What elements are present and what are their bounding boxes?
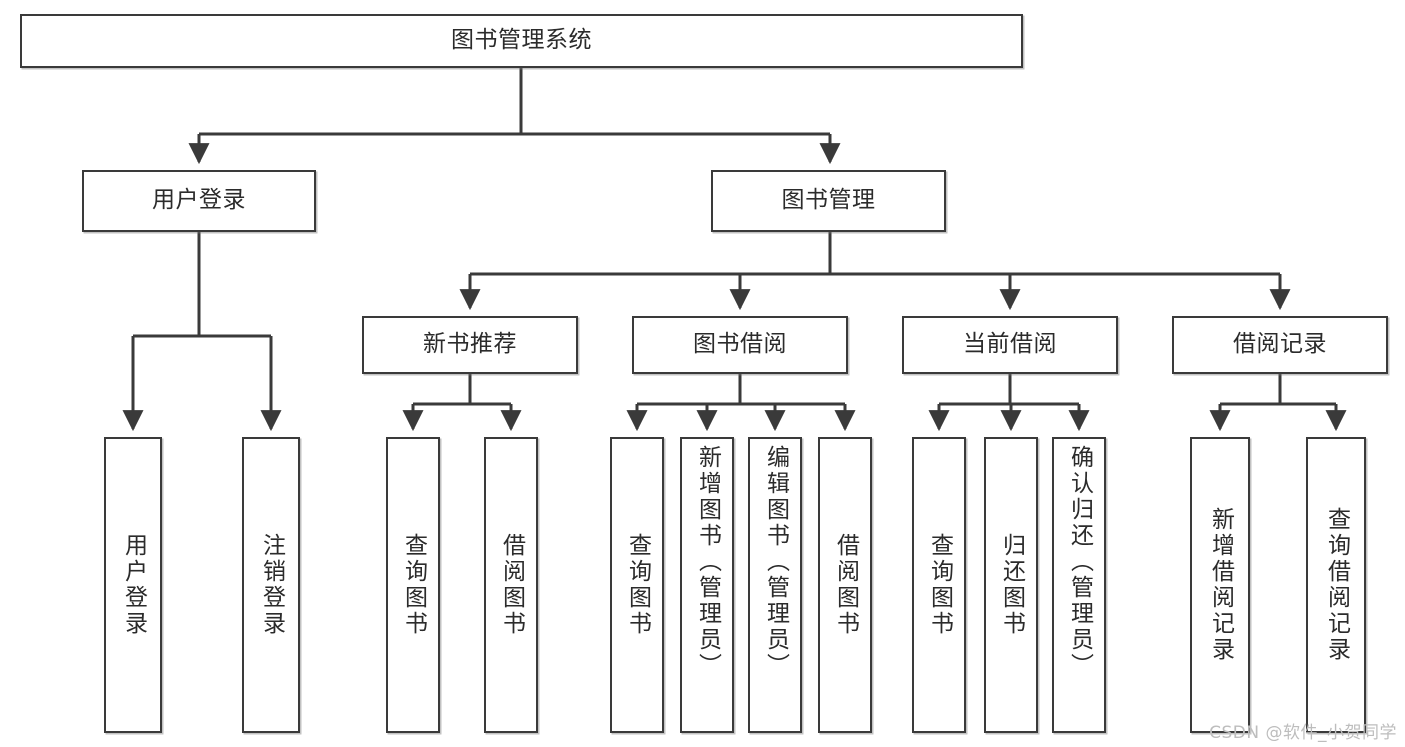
node-book-borrow[interactable]: 图书借阅 (632, 316, 848, 374)
node-leaf-borrow-book-1-label: 借阅图书 (498, 533, 525, 637)
node-book-manage[interactable]: 图书管理 (711, 170, 946, 232)
node-leaf-query-book-2[interactable]: 查询图书 (610, 437, 664, 733)
node-leaf-edit-book-label: 编辑图书（管理员） (762, 445, 789, 679)
node-leaf-query-record-label: 查询借阅记录 (1323, 507, 1350, 663)
node-current-borrow[interactable]: 当前借阅 (902, 316, 1118, 374)
node-leaf-query-book-2-label: 查询图书 (624, 533, 651, 637)
node-user-login-label: 用户登录 (152, 187, 246, 214)
node-leaf-query-book-1[interactable]: 查询图书 (386, 437, 440, 733)
node-leaf-confirm-return[interactable]: 确认归还（管理员） (1052, 437, 1106, 733)
node-leaf-add-book-label: 新增图书（管理员） (694, 445, 721, 679)
node-leaf-confirm-return-label: 确认归还（管理员） (1066, 445, 1093, 679)
node-leaf-query-book-1-label: 查询图书 (400, 533, 427, 637)
node-root[interactable]: 图书管理系统 (20, 14, 1023, 68)
node-leaf-borrow-book-1[interactable]: 借阅图书 (484, 437, 538, 733)
node-root-label: 图书管理系统 (451, 27, 592, 54)
node-leaf-query-record[interactable]: 查询借阅记录 (1306, 437, 1366, 733)
node-leaf-logout[interactable]: 注销登录 (242, 437, 300, 733)
node-borrow-record[interactable]: 借阅记录 (1172, 316, 1388, 374)
node-leaf-add-record-label: 新增借阅记录 (1207, 507, 1234, 663)
node-book-manage-label: 图书管理 (781, 187, 876, 214)
node-leaf-add-record[interactable]: 新增借阅记录 (1190, 437, 1250, 733)
node-new-book-rec-label: 新书推荐 (423, 331, 517, 358)
node-leaf-return-book-label: 归还图书 (998, 533, 1025, 637)
node-current-borrow-label: 当前借阅 (963, 331, 1057, 358)
node-leaf-user-login[interactable]: 用户登录 (104, 437, 162, 733)
node-borrow-record-label: 借阅记录 (1233, 331, 1327, 358)
node-leaf-borrow-book-2-label: 借阅图书 (832, 533, 859, 637)
node-leaf-return-book[interactable]: 归还图书 (984, 437, 1038, 733)
node-leaf-query-book-3[interactable]: 查询图书 (912, 437, 966, 733)
node-new-book-rec[interactable]: 新书推荐 (362, 316, 578, 374)
node-leaf-edit-book[interactable]: 编辑图书（管理员） (748, 437, 802, 733)
node-leaf-borrow-book-2[interactable]: 借阅图书 (818, 437, 872, 733)
node-leaf-logout-label: 注销登录 (258, 533, 285, 637)
node-leaf-user-login-label: 用户登录 (120, 533, 147, 637)
node-user-login[interactable]: 用户登录 (82, 170, 316, 232)
node-leaf-query-book-3-label: 查询图书 (926, 533, 953, 637)
node-leaf-add-book[interactable]: 新增图书（管理员） (680, 437, 734, 733)
watermark: CSDN @软件_小贺同学 (1209, 723, 1397, 743)
node-book-borrow-label: 图书借阅 (693, 331, 787, 358)
